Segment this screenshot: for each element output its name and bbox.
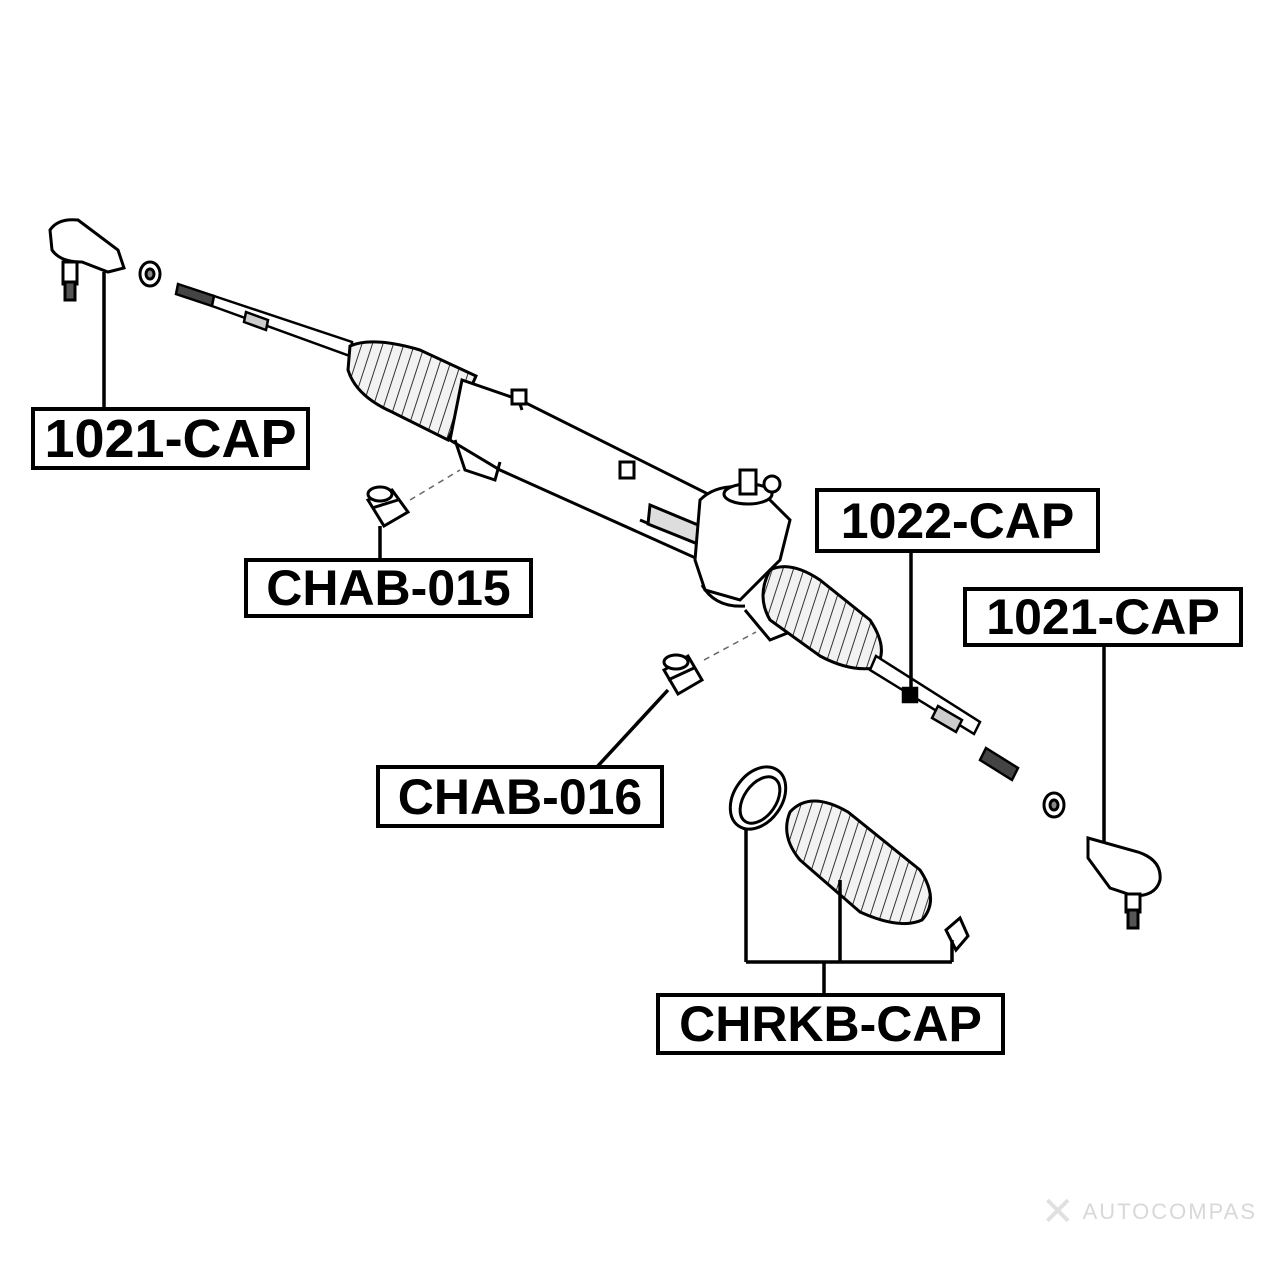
label-tie-rod-end-right[interactable]: 1021-CAP	[963, 587, 1243, 647]
pinion-housing	[693, 468, 792, 642]
label-tie-rod-end-left[interactable]: 1021-CAP	[31, 407, 310, 470]
right-tie-rod-nut	[1042, 791, 1066, 819]
left-inner-rod	[174, 282, 354, 358]
rack-bushing-right	[661, 653, 705, 697]
label-inner-tie-rod[interactable]: 1022-CAP	[815, 488, 1100, 553]
right-tie-rod-end	[1086, 836, 1162, 930]
label-rack-bushing-left[interactable]: CHAB-015	[244, 558, 533, 618]
boot-kit-clamp-ring	[728, 765, 788, 831]
boot-kit-small-clamp	[944, 915, 970, 953]
left-tie-rod-end	[48, 218, 126, 302]
right-boot	[761, 565, 883, 671]
rack-housing	[448, 378, 722, 563]
label-rack-bushing-right[interactable]: CHAB-016	[376, 765, 664, 828]
right-inner-rod	[868, 654, 1020, 782]
leader-lines	[102, 272, 1106, 996]
watermark: ✕ AUTOCOMPAS	[1041, 1189, 1257, 1235]
label-boot-kit[interactable]: CHRKB-CAP	[656, 993, 1005, 1055]
left-tie-rod-nut	[138, 260, 162, 288]
rack-bushing-left	[365, 485, 411, 529]
left-boot	[346, 340, 478, 443]
boot-kit-boot	[785, 799, 932, 926]
alignment-lines	[409, 469, 757, 661]
watermark-text: AUTOCOMPAS	[1082, 1199, 1257, 1224]
autocompas-logo-icon: ✕	[1041, 1190, 1077, 1234]
